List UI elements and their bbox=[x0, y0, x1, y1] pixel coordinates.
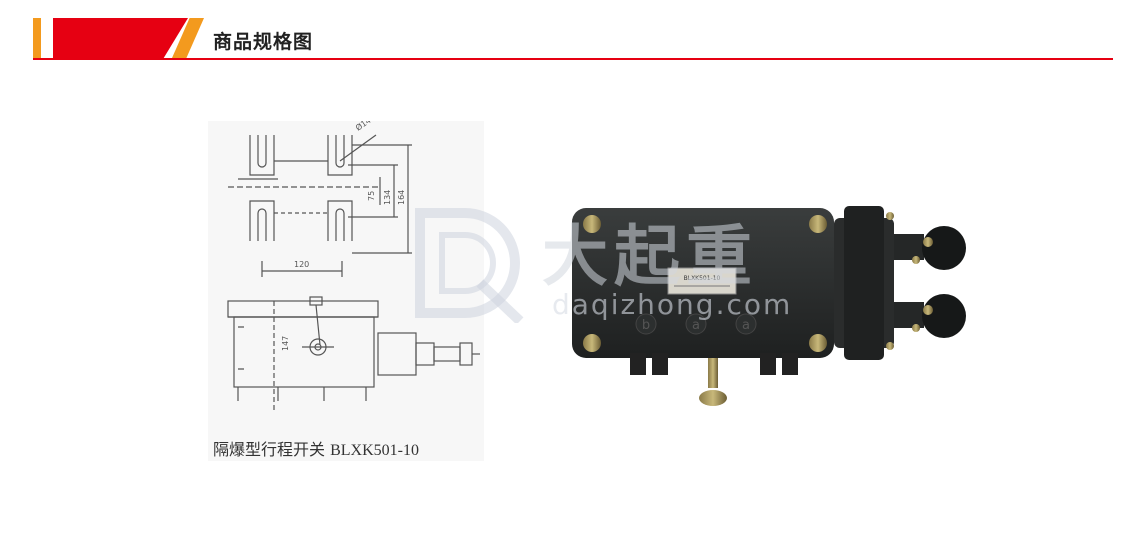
nameplate-text: BLXK501-10 bbox=[684, 275, 721, 282]
switch-illustration: BLXK501-10 b a a bbox=[572, 206, 966, 406]
header-divider bbox=[33, 58, 1113, 60]
dimension-drawing: Ø14 120 75 134 164 147 bbox=[227, 121, 480, 411]
terminal-mark-1: b bbox=[642, 318, 650, 333]
caption-name: 隔爆型行程开关 bbox=[213, 440, 326, 459]
dim-diameter: Ø14 bbox=[353, 121, 372, 133]
terminal-mark-3: a bbox=[742, 318, 750, 333]
terminal-mark-2: a bbox=[692, 318, 700, 333]
dim-width: 120 bbox=[294, 260, 309, 269]
caption-model: BLXK501-10 bbox=[330, 442, 419, 459]
section-title: 商品规格图 bbox=[213, 31, 314, 53]
header-accent-bar bbox=[33, 18, 41, 58]
header-red-block bbox=[53, 18, 188, 58]
dim-164: 164 bbox=[397, 190, 406, 205]
dim-134: 134 bbox=[383, 190, 392, 205]
section-header: 商品规格图 bbox=[0, 0, 1145, 62]
dim-75: 75 bbox=[367, 191, 376, 201]
drawing-caption: 隔爆型行程开关 BLXK501-10 bbox=[213, 436, 419, 460]
dim-147: 147 bbox=[281, 336, 290, 351]
technical-drawing: Ø14 120 75 134 164 147 bbox=[208, 121, 484, 461]
product-photo: BLXK501-10 b a a bbox=[560, 198, 1000, 418]
